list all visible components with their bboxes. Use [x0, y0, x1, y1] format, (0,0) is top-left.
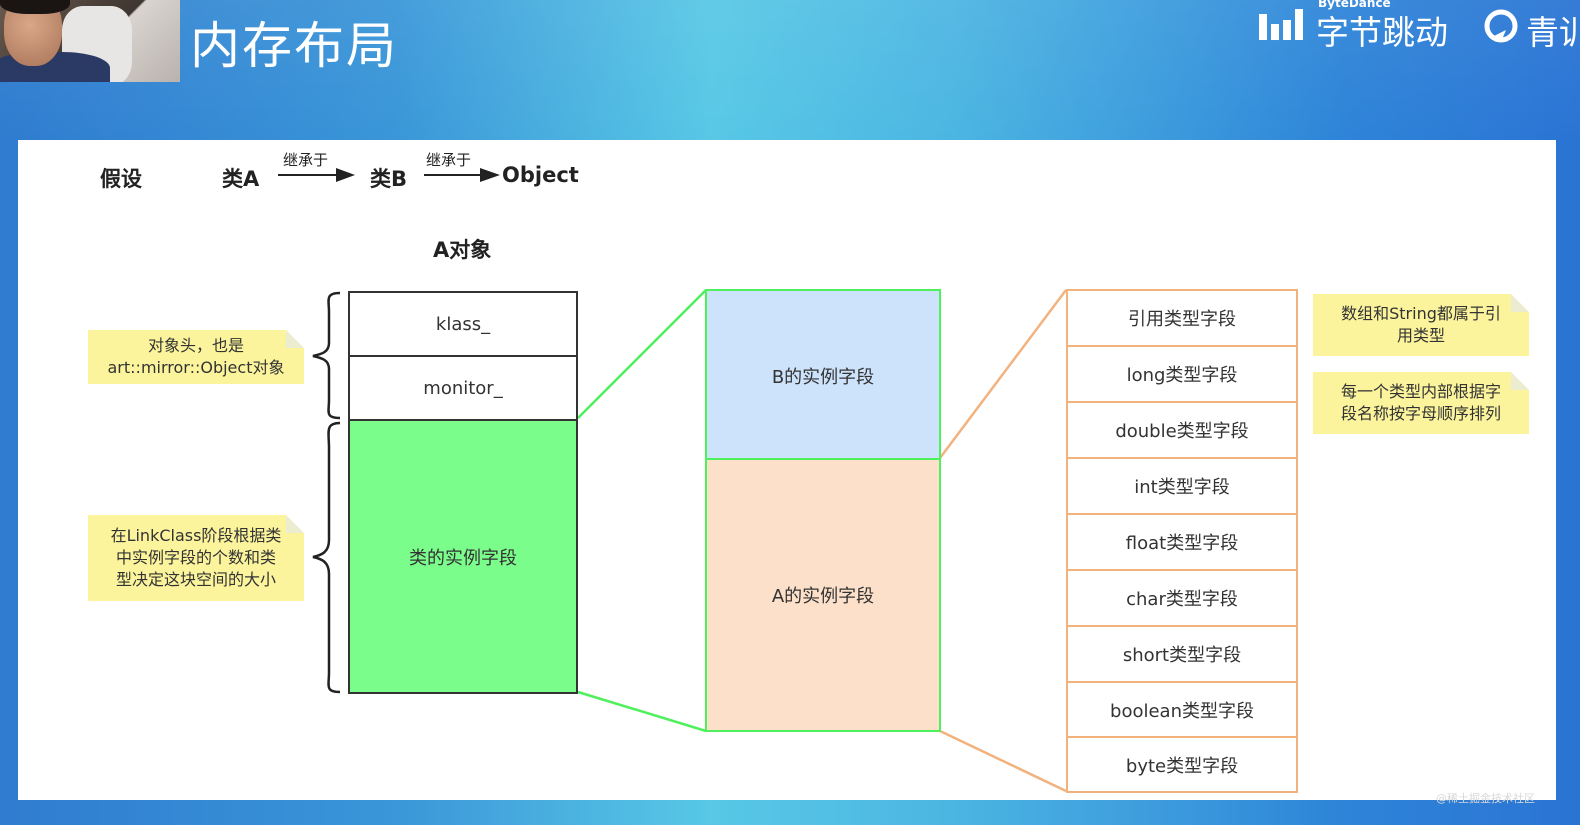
- field-type-double: double类型字段: [1066, 401, 1298, 459]
- orange-connector-bottom: [939, 729, 1067, 793]
- order-note: 每一个类型内部根据字段名称按字母顺序排列: [1313, 372, 1529, 434]
- field-type-short: short类型字段: [1066, 625, 1298, 683]
- watermark: @稀土掘金技术社区: [1436, 792, 1535, 805]
- a-object-title: A对象: [433, 238, 492, 262]
- bytedance-logo-icon: [1259, 9, 1303, 40]
- linkclass-note-line-2: 中实例字段的个数和类: [115, 548, 276, 567]
- string-note: 数组和String都属于引用类型: [1313, 294, 1529, 356]
- linkclass-note: 在LinkClass阶段根据类中实例字段的个数和类型决定这块空间的大小: [88, 515, 304, 601]
- class-a-label: 类A: [222, 167, 260, 191]
- order-note-line-1: 每一个类型内部根据字: [1340, 382, 1501, 401]
- header-brace: [312, 291, 341, 420]
- b-instance-fields: B的实例字段: [705, 289, 941, 460]
- assume-label: 假设: [100, 167, 142, 191]
- qingxun-logo-icon: [1484, 9, 1518, 43]
- page-title: 内存布局: [190, 17, 398, 75]
- field-type-long: long类型字段: [1066, 345, 1298, 403]
- brand-name: 字节跳动: [1316, 13, 1448, 52]
- linkclass-note-line-3: 型决定这块空间的大小: [115, 570, 276, 589]
- field-type-float: float类型字段: [1066, 513, 1298, 571]
- klass-field: klass_: [348, 291, 578, 357]
- inherit-arrow-2: [424, 168, 500, 182]
- instance-fields-label: 类的实例字段: [409, 547, 517, 569]
- green-connector-top: [577, 289, 707, 419]
- b-fields-label: B的实例字段: [771, 366, 875, 388]
- a-fields-label: A的实例字段: [771, 586, 875, 607]
- inherit-arrow-1: [278, 168, 355, 182]
- field-type-byte: byte类型字段: [1066, 736, 1298, 793]
- klass-label: klass_: [435, 313, 491, 335]
- inherit-label-2: 继承于: [426, 151, 472, 169]
- object-label: Object: [502, 163, 579, 187]
- fields-brace: [312, 421, 341, 694]
- green-connector-bottom: [577, 690, 707, 733]
- orange-connector-top: [939, 289, 1067, 459]
- field-type-reference: 引用类型字段: [1066, 289, 1298, 347]
- order-note-line-2: 段名称按字母顺序排列: [1340, 404, 1501, 423]
- field-type-char: char类型字段: [1066, 569, 1298, 627]
- header-note-line-2: art::mirror::Object对象: [107, 358, 285, 377]
- brand2-name: 青训: [1526, 13, 1580, 52]
- instance-fields-block: 类的实例字段: [348, 419, 578, 694]
- header-band: [0, 0, 1580, 140]
- inherit-label-1: 继承于: [283, 151, 329, 169]
- string-note-line-1: 数组和String都属于引: [1341, 304, 1501, 323]
- linkclass-note-line-1: 在LinkClass阶段根据类: [110, 526, 282, 545]
- field-type-boolean: boolean类型字段: [1066, 681, 1298, 738]
- field-type-int: int类型字段: [1066, 457, 1298, 515]
- brand-subtitle: ByteDance: [1318, 0, 1391, 10]
- a-instance-fields: A的实例字段: [705, 458, 941, 732]
- header-note-line-1: 对象头，也是: [147, 336, 244, 355]
- monitor-label: monitor_: [423, 377, 503, 399]
- monitor-field: monitor_: [348, 355, 578, 421]
- presenter-webcam: [0, 0, 180, 82]
- string-note-line-2: 用类型: [1396, 326, 1445, 345]
- class-b-label: 类B: [370, 167, 408, 191]
